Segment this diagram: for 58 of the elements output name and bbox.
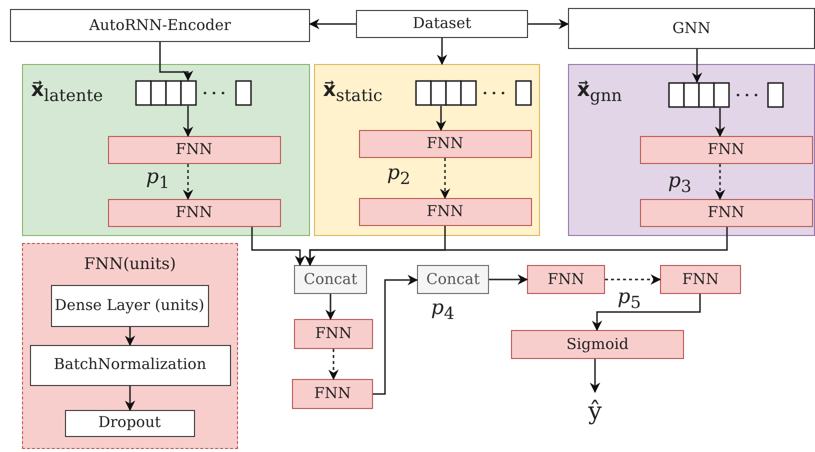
edge-label: p$_{3}$ <box>668 170 692 196</box>
vector-label: x⃗$_{gnn}$ <box>577 79 622 105</box>
arrow <box>373 274 418 395</box>
arrow <box>124 327 136 346</box>
edge-label: p$_{2}$ <box>387 162 410 188</box>
arrow <box>436 106 446 132</box>
layer-box: FNN <box>358 198 532 226</box>
arrow <box>592 294 701 332</box>
panel-title: FNN(units) <box>83 256 177 272</box>
layer-box: FNN <box>292 379 373 409</box>
layer-box: Sigmoid <box>511 330 684 359</box>
detail-panel <box>22 243 238 449</box>
arrow <box>714 108 726 138</box>
arrow <box>489 274 528 285</box>
vector-label: x⃗$_{latente}$ <box>31 79 103 105</box>
vector-label: x⃗$_{static}$ <box>323 79 382 105</box>
dashed-arrow <box>440 158 450 200</box>
group-panel <box>22 64 310 236</box>
arrow <box>124 386 136 412</box>
dashed-arrow <box>605 274 662 285</box>
arrow <box>692 49 702 84</box>
dashed-arrow <box>328 349 339 380</box>
concat-box: Concat <box>294 265 367 294</box>
dashed-arrow <box>182 164 194 200</box>
layer-box: FNN <box>358 130 532 158</box>
group-panel <box>314 64 540 236</box>
arrow <box>528 18 570 30</box>
arrow <box>182 106 194 138</box>
vector-drawing <box>414 80 532 106</box>
layer-box: FNN <box>108 136 280 164</box>
process-box: AutoRNN-Encoder <box>10 9 310 42</box>
vector-drawing <box>134 80 252 106</box>
process-box: Dense Layer (units) <box>50 284 208 326</box>
layer-box: FNN <box>640 198 812 226</box>
arrow <box>159 42 194 82</box>
arrow <box>304 227 728 266</box>
arrow <box>325 294 336 320</box>
layer-box: FNN <box>108 198 280 226</box>
concat-box: Concat <box>417 265 489 294</box>
output-text: ŷ <box>583 392 607 432</box>
layer-box: FNN <box>660 265 741 294</box>
edge-label: p$_{1}$ <box>146 166 170 192</box>
layer-box: FNN <box>294 319 373 349</box>
process-box: GNN <box>568 8 815 49</box>
process-box: Dropout <box>64 410 194 436</box>
edge-label: p$_{5}$ <box>618 286 641 312</box>
arrow <box>436 38 448 66</box>
vector-drawing <box>668 82 784 108</box>
process-box: BatchNormalization <box>30 344 230 386</box>
dashed-arrow <box>714 164 726 200</box>
parameter-label: p$_{4}$ <box>431 297 454 323</box>
layer-box: FNN <box>527 265 605 294</box>
arrow <box>251 227 306 266</box>
group-panel <box>568 64 815 236</box>
arrow <box>590 359 600 394</box>
process-box: Dataset <box>356 10 528 38</box>
arrow <box>308 18 356 30</box>
layer-box: FNN <box>640 136 812 164</box>
